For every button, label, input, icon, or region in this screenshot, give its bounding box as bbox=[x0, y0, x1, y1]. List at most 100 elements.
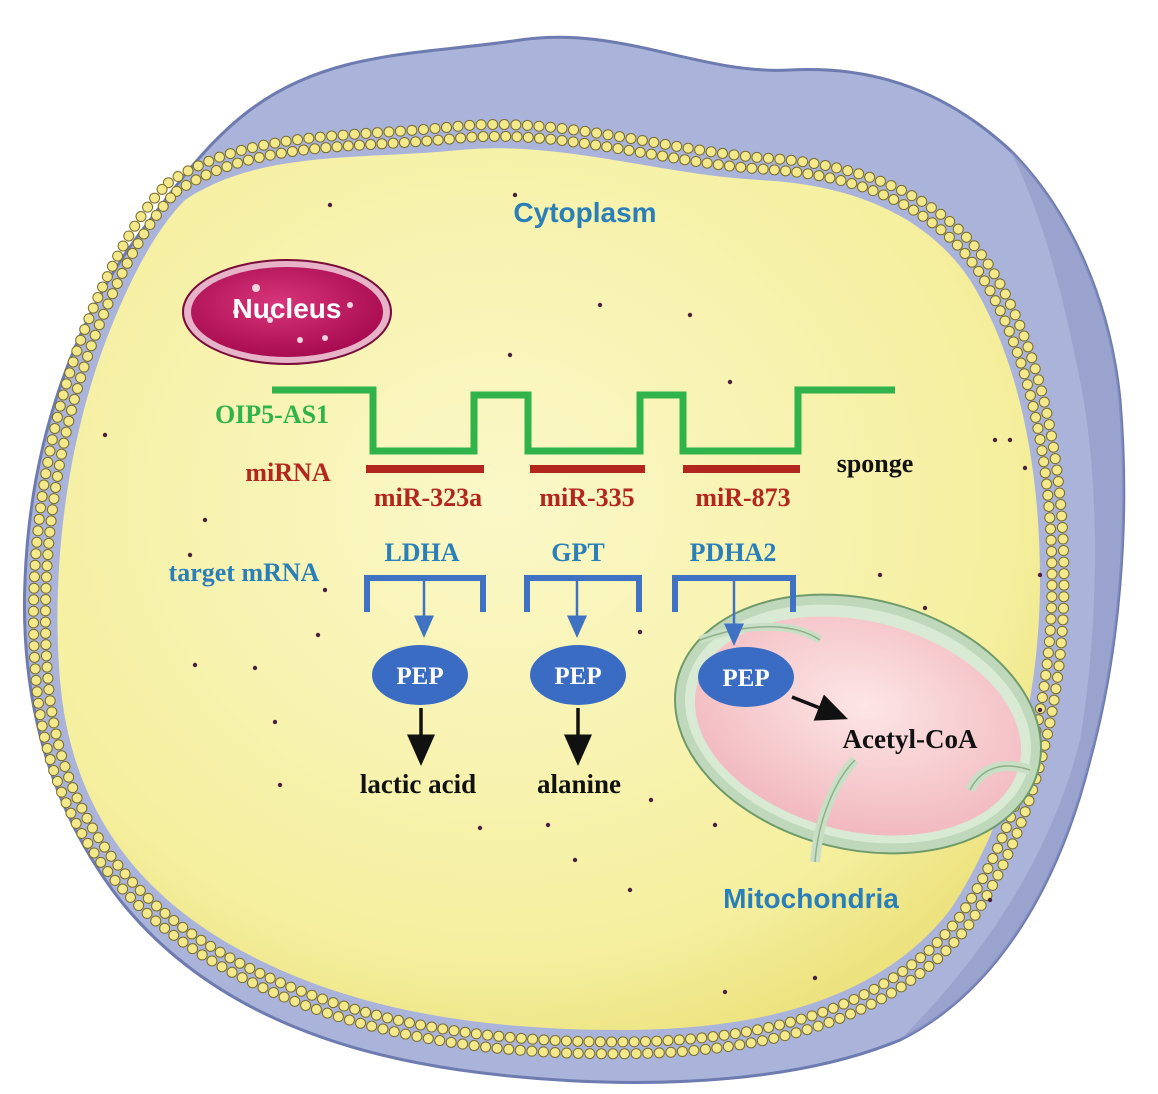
membrane-bead bbox=[1003, 325, 1015, 337]
membrane-bead bbox=[144, 219, 156, 231]
membrane-bead bbox=[1045, 602, 1057, 614]
membrane-bead bbox=[254, 967, 266, 979]
membrane-bead bbox=[95, 856, 107, 868]
membrane-bead bbox=[206, 955, 218, 967]
membrane-bead bbox=[1052, 475, 1064, 487]
membrane-bead bbox=[28, 582, 40, 594]
membrane-bead bbox=[619, 1048, 631, 1060]
membrane-bead bbox=[623, 144, 635, 156]
membrane-bead bbox=[1044, 512, 1056, 524]
membrane-bead bbox=[56, 786, 68, 798]
membrane-bead bbox=[774, 1019, 786, 1031]
membrane-bead bbox=[567, 136, 579, 148]
lncrna-label: OIP5-AS1 bbox=[215, 400, 329, 429]
membrane-bead bbox=[628, 1036, 640, 1048]
membrane-bead bbox=[172, 171, 184, 183]
membrane-bead bbox=[668, 152, 680, 164]
membrane-bead bbox=[968, 240, 980, 252]
membrane-bead bbox=[53, 459, 65, 471]
membrane-bead bbox=[291, 134, 303, 146]
membrane-bead bbox=[1043, 419, 1055, 431]
membrane-bead bbox=[960, 231, 972, 243]
membrane-bead bbox=[662, 1035, 674, 1047]
membrane-bead bbox=[977, 873, 989, 885]
membrane-bead bbox=[410, 136, 422, 148]
cytoplasm-dot bbox=[545, 822, 551, 828]
cytoplasm-dot bbox=[627, 887, 633, 893]
membrane-bead bbox=[1046, 568, 1058, 580]
membrane-bead bbox=[853, 168, 865, 180]
membrane-bead bbox=[29, 663, 41, 675]
membrane-bead bbox=[762, 152, 774, 164]
membrane-bead bbox=[946, 920, 958, 932]
membrane-bead bbox=[932, 953, 944, 965]
membrane-bead bbox=[935, 208, 947, 220]
membrane-bead bbox=[156, 183, 168, 195]
membrane-bead bbox=[590, 139, 602, 151]
membrane-bead bbox=[60, 797, 72, 809]
pep-label-3: PEP bbox=[722, 665, 769, 692]
membrane-bead bbox=[119, 868, 131, 880]
cytoplasm-dot bbox=[1037, 707, 1043, 713]
membrane-bead bbox=[956, 928, 968, 940]
membrane-bead bbox=[376, 138, 388, 150]
product-arrow-3 bbox=[791, 694, 849, 721]
membrane-bead bbox=[533, 120, 545, 132]
membrane-bead bbox=[236, 972, 248, 984]
mirna-name-1: miR-323a bbox=[374, 483, 482, 512]
membrane-bead bbox=[808, 157, 820, 169]
membrane-bead bbox=[648, 136, 660, 148]
membrane-bead bbox=[572, 1047, 584, 1059]
membrane-bead bbox=[1041, 407, 1053, 419]
membrane-bead bbox=[971, 882, 983, 894]
membrane-bead bbox=[65, 807, 77, 819]
membrane-bead bbox=[867, 185, 879, 197]
membrane-bead bbox=[383, 126, 395, 138]
membrane-bead bbox=[522, 131, 534, 143]
membrane-bead bbox=[244, 962, 256, 974]
membrane-bead bbox=[258, 139, 270, 151]
membrane-bead bbox=[30, 674, 42, 686]
membrane-bead bbox=[242, 154, 254, 166]
membrane-bead bbox=[87, 302, 99, 314]
membrane-bead bbox=[326, 130, 338, 142]
membrane-bead bbox=[856, 181, 868, 193]
membrane-bead bbox=[712, 159, 724, 171]
membrane-bead bbox=[50, 481, 62, 493]
membrane-bead bbox=[112, 250, 124, 262]
membrane-bead bbox=[28, 617, 40, 629]
membrane-bead bbox=[975, 899, 987, 911]
membrane-bead bbox=[906, 190, 918, 202]
membrane-bead bbox=[613, 131, 625, 143]
membrane-bead bbox=[127, 876, 139, 888]
membrane-bead bbox=[109, 874, 121, 886]
membrane-bead bbox=[1029, 363, 1041, 375]
membrane-bead bbox=[636, 134, 648, 146]
membrane-bead bbox=[106, 260, 118, 272]
membrane-bead bbox=[1038, 680, 1050, 692]
membrane-bead bbox=[142, 201, 154, 213]
membrane-bead bbox=[987, 853, 999, 865]
membrane-bead bbox=[234, 957, 246, 969]
membrane-bead bbox=[699, 1043, 711, 1055]
membrane-bead bbox=[29, 651, 41, 663]
membrane-bead bbox=[371, 127, 383, 139]
membrane-bead bbox=[1051, 464, 1063, 476]
cytoplasm-dot bbox=[187, 552, 193, 558]
membrane-bead bbox=[133, 900, 145, 912]
membrane-bead bbox=[556, 134, 568, 146]
membrane-bead bbox=[824, 172, 836, 184]
product-label-1: lactic acid bbox=[360, 769, 476, 799]
membrane-bead bbox=[303, 132, 315, 144]
membrane-bead bbox=[642, 1047, 654, 1059]
membrane-bead bbox=[38, 479, 50, 491]
membrane-bead bbox=[939, 928, 951, 940]
membrane-bead bbox=[827, 1002, 839, 1014]
cytoplasm-dot bbox=[512, 192, 518, 198]
membrane-bead bbox=[257, 982, 269, 994]
membrane-bead bbox=[192, 160, 204, 172]
membrane-bead bbox=[987, 879, 999, 891]
mrna-bracket-3 bbox=[672, 575, 796, 612]
membrane-bead bbox=[868, 983, 880, 995]
membrane-bead bbox=[349, 128, 361, 140]
